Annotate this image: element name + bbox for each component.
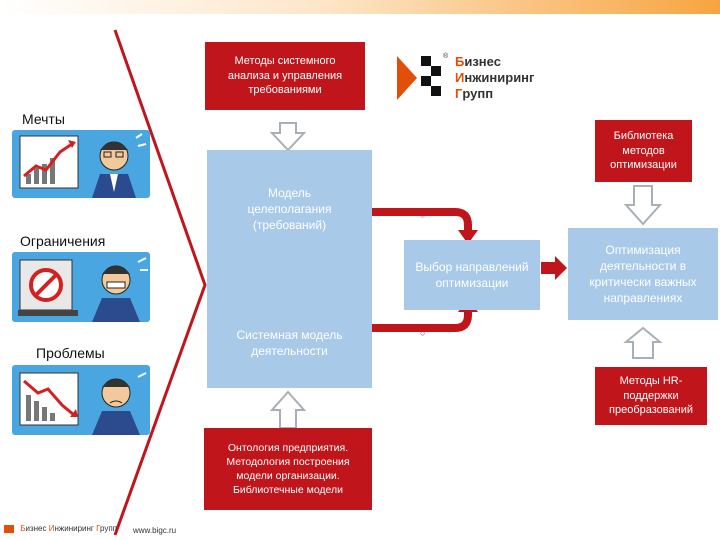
logo-line-1: Бизнес [455, 54, 501, 69]
footer-logo-icon [4, 524, 14, 533]
top-gradient-bar [0, 0, 720, 14]
hr-methods-box: Методы HR-поддержки преобразований [595, 367, 707, 425]
dreams-panel [12, 130, 150, 198]
section-dreams-label: Мечты [22, 111, 65, 127]
constraints-panel [12, 252, 150, 322]
arrow-selection-to-optimization [555, 256, 567, 280]
selection-box-text: Выбор направлений оптимизации [415, 259, 529, 290]
methods-box: Методы системного анализа и управления т… [205, 42, 365, 110]
svg-text:○: ○ [420, 328, 425, 338]
library-box-text: Библиотека методов оптимизации [610, 129, 677, 172]
methods-box-text: Методы системного анализа и управления т… [227, 54, 343, 97]
company-logo: ® Бизнес Инжиниринг Групп [393, 48, 573, 104]
hr-methods-text: Методы HR-поддержки преобразований [609, 374, 693, 417]
arrow-system-to-selection [372, 310, 472, 332]
system-model-box: Системная модель деятельности [207, 320, 372, 366]
arrow-up-ontology [269, 390, 307, 429]
footer-url[interactable]: www.bigc.ru [133, 526, 177, 535]
arrow-down-library [623, 185, 663, 226]
logo-line-3: Групп [455, 86, 494, 101]
rising-chart-businessman-icon [19, 133, 147, 198]
footer: Бизнес Инжиниринг Групп [4, 524, 117, 533]
problems-panel [12, 365, 150, 435]
falling-chart-businessman-icon [19, 372, 147, 435]
svg-text:®: ® [443, 52, 449, 60]
logo-mark-icon: ® [395, 52, 451, 100]
prohibited-businessman-icon [18, 257, 148, 322]
selection-box: Выбор направлений оптимизации [404, 240, 540, 310]
system-model-text: Системная модель деятельности [236, 327, 343, 358]
svg-text:○: ○ [420, 210, 425, 220]
ontology-box: Онтология предприятия. Методология постр… [204, 428, 372, 510]
goal-model-text: Модель целеполагания (требований) [247, 185, 332, 233]
ontology-box-text: Онтология предприятия. Методология постр… [226, 441, 350, 497]
library-box: Библиотека методов оптимизации [595, 120, 692, 182]
arrow-up-hr [623, 326, 663, 359]
goal-model-box: Модель целеполагания (требований) [207, 175, 372, 243]
arrow-goal-to-selection [372, 208, 472, 232]
section-problems-label: Проблемы [36, 345, 105, 361]
arrow-down-top [269, 122, 307, 152]
section-constraints-label: Ограничения [20, 233, 106, 249]
logo-line-2: Инжиниринг [455, 70, 535, 85]
optimization-box-text: Оптимизация деятельности в критически ва… [589, 242, 697, 306]
optimization-box: Оптимизация деятельности в критически ва… [568, 228, 718, 320]
